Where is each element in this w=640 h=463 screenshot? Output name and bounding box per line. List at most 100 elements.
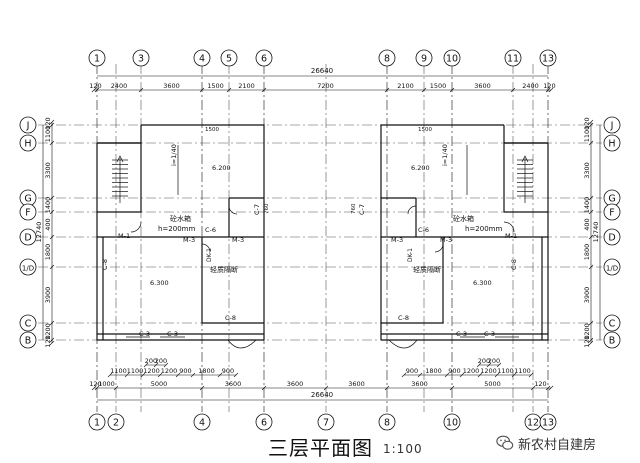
- axis-bubble-bottom: 2: [107, 413, 125, 431]
- dim-value: 1400: [583, 197, 591, 214]
- dim-tick: [49, 340, 55, 346]
- axis-label: G: [608, 194, 615, 205]
- wall: [503, 142, 548, 213]
- dim-tick: [124, 372, 130, 378]
- axis-label: D: [608, 233, 615, 244]
- axis-bubble-top: 8: [378, 49, 396, 67]
- axis-bubble-left: D: [19, 228, 37, 246]
- dim-tick: [384, 385, 390, 391]
- dim-tick: [459, 372, 465, 378]
- axis-label: 13: [542, 54, 554, 65]
- dim-tick: [323, 385, 329, 391]
- dim-tick: [548, 385, 554, 391]
- dim-tick: [588, 264, 594, 270]
- dim-tick: [401, 372, 407, 378]
- dim-value: 3600: [411, 380, 428, 388]
- axis-circle: [19, 258, 37, 276]
- axis-label: J: [26, 121, 30, 132]
- dim-1500-label: 1500: [418, 127, 432, 133]
- wall: [381, 143, 549, 341]
- axis-circle: [107, 413, 125, 431]
- dim-value: 120: [44, 335, 52, 347]
- dim-tick: [545, 385, 551, 391]
- dim-tick: [449, 385, 455, 391]
- axis-label: 1: [94, 418, 100, 429]
- axis-label: 6: [261, 418, 267, 429]
- stair-arrowhead: [521, 155, 529, 163]
- dim-tick: [153, 362, 159, 368]
- dim-value: 120: [89, 82, 101, 90]
- dim-value: 120: [534, 380, 546, 388]
- elevation-label: 6.300: [473, 279, 492, 287]
- elevation-label: 6.300: [150, 279, 169, 287]
- dim-value: 1200: [143, 367, 160, 375]
- axis-bubble-left: B: [19, 331, 37, 349]
- dim-tick: [49, 209, 55, 215]
- dim-tick: [528, 372, 534, 378]
- axis-bubble-top: 11: [504, 49, 522, 67]
- dim-value: 2100: [238, 82, 255, 90]
- axis-circle: [19, 203, 37, 221]
- dim-tick: [91, 385, 97, 391]
- dim-tick: [494, 372, 500, 378]
- dim-760-label: 760: [264, 203, 270, 214]
- dim-value: 1100: [497, 367, 514, 375]
- drawing-scale: 1:100: [383, 442, 423, 456]
- axis-bubble-top: 9: [415, 49, 433, 67]
- dim-tick: [49, 195, 55, 201]
- axis-bubble-top: 5: [220, 49, 238, 67]
- dim-tick: [476, 362, 482, 368]
- dim-tick: [226, 87, 232, 93]
- dim-tick: [588, 140, 594, 146]
- axis-bubble-bottom: 1: [88, 413, 106, 431]
- dim-value: 1100: [583, 126, 591, 143]
- axis-circle: [88, 413, 106, 431]
- dim-value: 2100: [397, 82, 414, 90]
- dim-value: 1800: [44, 244, 52, 261]
- axis-bubble-bottom: 4: [193, 413, 211, 431]
- axis-label: 11: [507, 54, 519, 65]
- axis-bubble-top: 1: [88, 49, 106, 67]
- axis-label: 12: [527, 418, 539, 429]
- axis-circle: [443, 413, 461, 431]
- dim-value: 1200: [480, 367, 497, 375]
- axis-label: 13: [542, 418, 554, 429]
- dim-value: 1100: [127, 367, 144, 375]
- wall: [381, 237, 444, 324]
- dim-760-label: 760: [351, 203, 357, 214]
- dim-value: 400: [583, 218, 591, 230]
- dim-value: 1200: [583, 323, 591, 340]
- bay-window: [227, 339, 257, 349]
- axis-bubble-right: F: [603, 203, 621, 221]
- axis-label: C: [609, 319, 616, 330]
- dim-tick: [486, 362, 492, 368]
- plan-symbols: [112, 145, 533, 349]
- dim-value: 1100: [110, 367, 127, 375]
- dim-tick: [588, 337, 594, 343]
- axis-bubble-top: 13: [539, 49, 557, 67]
- wall: [97, 125, 142, 144]
- dim-tick: [444, 372, 450, 378]
- dim-tick: [199, 87, 205, 93]
- dim-value: 3300: [583, 162, 591, 179]
- dim-value: 200: [155, 357, 167, 365]
- elevation-label: 6.200: [411, 164, 430, 172]
- axis-bubble-top: 6: [255, 49, 273, 67]
- axis-label: 5: [226, 54, 232, 65]
- dim-value: 1200: [44, 323, 52, 340]
- tank-height-label: h=200mm: [158, 225, 195, 233]
- axis-bubble-left: H: [19, 134, 37, 152]
- axis-circle: [193, 49, 211, 67]
- bay-window: [388, 339, 418, 349]
- dim-tick: [545, 87, 551, 93]
- dim-value: 1100: [44, 126, 52, 143]
- dim-tick: [140, 372, 146, 378]
- tank-height-label: h=200mm: [465, 225, 502, 233]
- door-swing: [228, 205, 238, 215]
- axis-circle: [504, 49, 522, 67]
- watermark: 新农村自建房: [496, 432, 596, 454]
- axis-circle: [539, 413, 557, 431]
- dim-value: 1000: [98, 380, 115, 388]
- axis-label: B: [25, 336, 32, 347]
- door-swing: [201, 243, 211, 253]
